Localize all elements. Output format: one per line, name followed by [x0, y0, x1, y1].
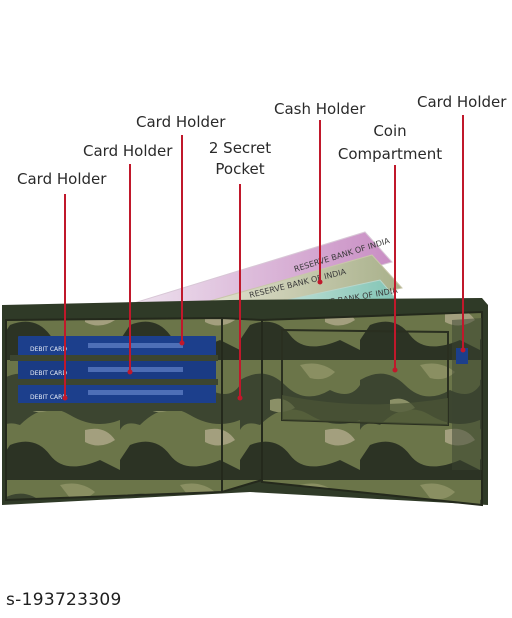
sku-code: s-193723309 [6, 590, 122, 610]
pointer-dots [62, 279, 466, 401]
label-secret-pocket-2: Pocket [215, 160, 265, 178]
card-slots: DEBIT CARD DEBIT CARD DEBIT CARD [10, 336, 468, 411]
debit-card-label-2: DEBIT CARD [30, 370, 67, 377]
label-secret-pocket-1: 2 Secret [208, 139, 272, 157]
label-coin-1: Coin [373, 122, 407, 140]
label-card-holder-mid: Card Holder [83, 142, 173, 160]
label-cash-holder: Cash Holder [274, 100, 366, 118]
label-coin-2: Compartment [337, 145, 443, 163]
debit-card-label-1: DEBIT CARD [30, 346, 67, 353]
debit-card-label-3: DEBIT CARD [30, 394, 67, 401]
label-card-holder-right: Card Holder [417, 93, 507, 111]
pointer-lines [64, 115, 464, 398]
label-card-holder-left: Card Holder [17, 170, 107, 188]
label-card-holder-top: Card Holder [136, 113, 226, 131]
